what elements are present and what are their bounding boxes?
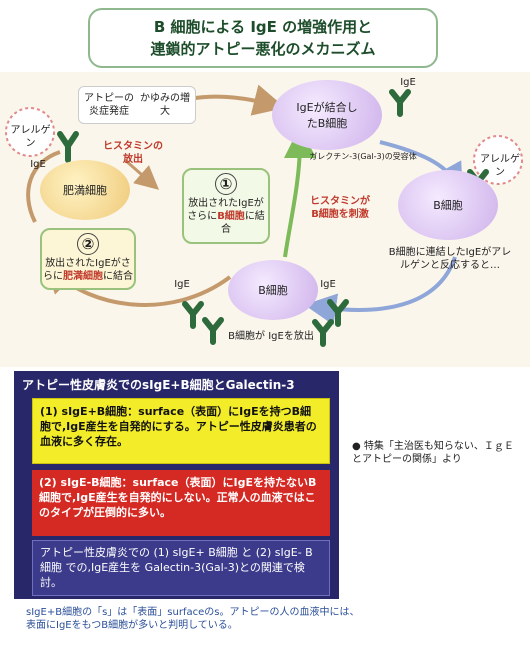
info-box-sIgE-plus: (1) sIgE+B細胞：surface（表面）にIgEを持つB細胞で,IgE産… (32, 398, 330, 464)
atopy-box: アトピーの炎症発症 かゆみの増大 (78, 86, 196, 124)
arrow-left-arc (26, 150, 61, 223)
step1-number: ① (215, 173, 237, 195)
arrow-green-up (283, 126, 316, 258)
galectin-receptor-label: ガレクチン-3(Gal-3)の受容体 (309, 152, 417, 161)
bcell-right-label: B細胞 (433, 199, 463, 212)
step1-text-red: B細胞 (217, 211, 245, 222)
ige-bottom-left-label: IgE (174, 279, 190, 290)
arrow-to-bcell-bottom (304, 256, 457, 326)
bcell-bound-label: IgEが結合したB細胞 (296, 101, 358, 130)
ige-left-label: IgE (30, 159, 46, 170)
info-box-galectin: アトピー性皮膚炎での (1) sIgE+ B細胞 と (2) sIgE- B細胞… (32, 540, 330, 596)
histamine-release-label: ヒスタミンの放出 (103, 141, 163, 165)
mast-cell: 肥満細胞 (40, 160, 130, 220)
arrow-histamine (124, 158, 160, 190)
ige-top-label: IgE (400, 77, 416, 88)
allergen-right-label: アレルゲン (480, 154, 520, 178)
info-box-sIgE-minus: (2) sIgE-B細胞：surface（表面）にIgEを持たないB細胞で,Ig… (32, 470, 330, 536)
step2-number: ② (77, 233, 99, 255)
bcell-bound: IgEが結合したB細胞 (272, 80, 382, 150)
step1-box: ① 放出されたIgEがさらにB細胞に結合 (182, 168, 270, 244)
atopy-onset-label: アトピーの炎症発症 (84, 93, 134, 117)
caption: sIgE+B細胞の「s」は「表面」surfaceのs。アトピーの人の血液中には、… (26, 607, 360, 631)
step2-box: ② 放出されたIgEがさらに肥満細胞に結合 (40, 228, 136, 290)
histamine-stim-label: ヒスタミンがB細胞を刺激 (310, 196, 370, 220)
step2-text-red: 肥満細胞 (63, 271, 103, 282)
diagram-arrows (5, 84, 523, 347)
title-line-2: 連鎖的アトピー悪化のメカニズム (150, 40, 376, 58)
bcell-bottom-label: B細胞 (258, 284, 288, 297)
bcell-right-note: B細胞に連結したIgEがアレルゲンと反応すると… (388, 247, 512, 271)
ige-bottom-right-label: IgE (320, 279, 336, 290)
bcell-right: B細胞 (398, 170, 498, 240)
bcell-bottom: B細胞 (228, 260, 318, 320)
itch-increase-label: かゆみの増大 (140, 93, 190, 117)
allergen-left-shape (5, 107, 55, 157)
title-box: B 細胞による IgE の増強作用と 連鎖的アトピー悪化のメカニズム (88, 8, 438, 68)
step1-text-a: 放出されたIgEがさらに (187, 198, 264, 222)
allergen-left-label: アレルゲン (10, 125, 51, 149)
step2-text-a: 放出されたIgEがさらに (43, 258, 131, 282)
step1-text-b: に結合 (221, 211, 265, 235)
bcell-release-label: B細胞が IgEを放出 (228, 331, 314, 342)
side-note: ● 特集「主治医も知らない、ＩｇＥとアトピーの関係」より (352, 441, 514, 465)
title-line-1: B 細胞による IgE の増強作用と (153, 18, 373, 36)
info-panel-title: アトピー性皮膚炎でのsIgE+B細胞とGalectin-3 (22, 378, 295, 392)
mast-cell-label: 肥満細胞 (63, 184, 107, 197)
step2-text-b: に結合 (103, 271, 133, 282)
